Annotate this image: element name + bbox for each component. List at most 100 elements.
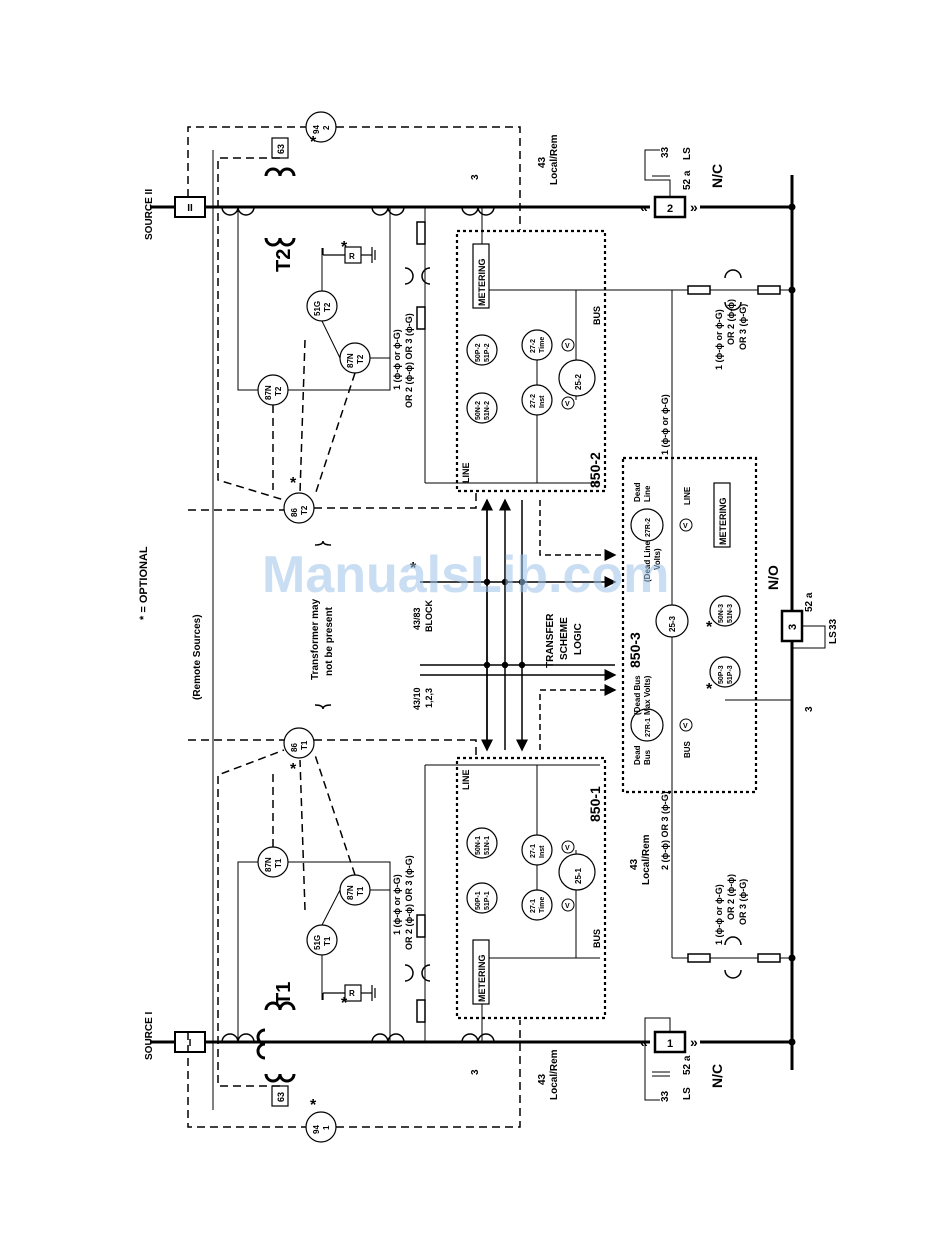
source-2-symbol: II: [187, 203, 193, 214]
device-63-t1: 63: [271, 1085, 289, 1107]
svg-text:3: 3: [470, 1069, 481, 1075]
source-1-label: SOURCE I: [144, 1011, 155, 1060]
svg-text:2: 2: [667, 203, 673, 215]
relay-850-3-27r-1: 27R-1: [630, 708, 664, 742]
svg-text:33: 33: [660, 1090, 671, 1102]
relay-87n-t1-lower: 87N T1: [339, 874, 371, 906]
relay-850-1-25: 25-1: [558, 853, 596, 891]
ngr-t2-r: R: [349, 252, 355, 261]
optional-note: * = OPTIONAL: [138, 546, 150, 620]
svg-text:N/O: N/O: [765, 565, 781, 590]
t2-label: T2: [273, 249, 295, 272]
relay-850-3-text: Dead Bus (Dead Bus Max Volts) Dead Line …: [633, 482, 692, 765]
svg-text:*: *: [310, 134, 317, 151]
svg-text:BLOCK: BLOCK: [424, 600, 434, 632]
svg-text:Dead: Dead: [633, 745, 642, 765]
breaker-3[interactable]: 3: [780, 609, 804, 643]
trip-wiring: [187, 126, 521, 1128]
relay-850-1-bus-label: BUS: [592, 929, 602, 948]
relay-51g-t1: 51G T1: [306, 924, 338, 956]
svg-text:27R-1: 27R-1: [645, 718, 652, 737]
relay-850-2-line-label: LINE: [461, 462, 471, 483]
svg-text:51P-2: 51P-2: [484, 343, 491, 362]
svg-text:51P-3: 51P-3: [727, 665, 734, 684]
t1-label: T1: [273, 982, 295, 1005]
svg-text:«: «: [640, 199, 648, 215]
svg-text:OR 2 (ϕ-ϕ): OR 2 (ϕ-ϕ): [726, 874, 736, 920]
svg-text:94: 94: [312, 1125, 321, 1134]
svg-text:LS: LS: [828, 631, 839, 644]
svg-text:1 (ϕ-ϕ or ϕ-G): 1 (ϕ-ϕ or ϕ-G): [392, 874, 402, 935]
svg-text:V: V: [565, 343, 570, 350]
svg-text:50P-2: 50P-2: [475, 343, 482, 362]
relay-850-3-50n: 50N-3 51N-3: [709, 595, 741, 627]
svg-text:BUS: BUS: [683, 740, 692, 758]
svg-text:1 (ϕ-ϕ or ϕ-G): 1 (ϕ-ϕ or ϕ-G): [392, 329, 402, 390]
svg-text:2: 2: [322, 125, 331, 130]
svg-text:OR 2 (ϕ-ϕ) OR 3 (ϕ-G): OR 2 (ϕ-ϕ) OR 3 (ϕ-G): [404, 855, 414, 950]
svg-text:50P-1: 50P-1: [475, 891, 482, 910]
svg-text:SCHEME: SCHEME: [559, 617, 570, 660]
relay-850-2-name: 850-2: [587, 452, 603, 488]
svg-text:1 (ϕ-ϕ or ϕ-G): 1 (ϕ-ϕ or ϕ-G): [714, 884, 724, 945]
relay-87n-t2-lower: 87N T2: [339, 342, 371, 374]
svg-text:OR 3 (ϕ-G): OR 3 (ϕ-G): [738, 304, 748, 350]
svg-text:LOGIC: LOGIC: [573, 623, 584, 655]
svg-text:43: 43: [537, 1073, 548, 1085]
transformer-note-line-1: Transformer may: [310, 598, 321, 680]
svg-text:METERING: METERING: [477, 258, 487, 306]
svg-text:27-1: 27-1: [530, 844, 537, 858]
svg-text:T2: T2: [356, 354, 365, 364]
source-1-symbol: I: [189, 1038, 192, 1049]
relay-850-1-name: 850-1: [587, 786, 603, 822]
svg-text:3: 3: [787, 624, 799, 630]
remote-sources-note: (Remote Sources): [192, 614, 203, 700]
svg-text:T1: T1: [356, 886, 365, 896]
relay-850-3-box: [621, 456, 758, 794]
relay-850-2-27-inst: 27-2 Inst: [521, 384, 553, 416]
svg-text:OR 3 (ϕ-G): OR 3 (ϕ-G): [738, 879, 748, 925]
svg-text:»: »: [690, 199, 698, 215]
relay-850-2-27-time: 27-2 Time: [521, 329, 553, 361]
svg-text:86: 86: [290, 508, 299, 517]
relay-850-2-25: 25-2: [558, 359, 596, 397]
relay-850-1-50n: 50N-1 51N-1: [466, 827, 498, 859]
svg-text:51N-3: 51N-3: [727, 604, 734, 623]
svg-text:V: V: [565, 845, 570, 852]
svg-text:N/C: N/C: [709, 1064, 725, 1088]
svg-text:Max Volts): Max Volts): [643, 675, 652, 715]
svg-text:V: V: [683, 523, 688, 530]
svg-text:43/83: 43/83: [412, 607, 422, 630]
device-63-t2: 63: [271, 137, 289, 159]
svg-text:1: 1: [667, 1038, 673, 1050]
relay-850-3-v-markers: V V: [679, 518, 693, 732]
svg-text:27R-2: 27R-2: [645, 518, 652, 537]
svg-text:T2: T2: [274, 386, 283, 396]
svg-text:51G: 51G: [313, 301, 322, 316]
svg-text:63: 63: [276, 1092, 286, 1102]
svg-text:T2: T2: [300, 505, 309, 515]
transformer-note-line-2: not be present: [324, 607, 335, 676]
relay-850-3-metering: METERING: [713, 482, 731, 548]
ngr-t1: [322, 984, 376, 1002]
svg-text:1 (ϕ-ϕ or ϕ-G): 1 (ϕ-ϕ or ϕ-G): [714, 309, 724, 370]
relay-850-1-metering: METERING: [472, 939, 490, 1005]
svg-text:*: *: [341, 995, 348, 1012]
relay-850-2-50n: 50N-2 51N-2: [466, 392, 498, 424]
svg-text:27-2: 27-2: [530, 339, 537, 353]
svg-text:Local/Rem: Local/Rem: [549, 134, 560, 185]
relay-51g-t2: 51G T2: [306, 290, 338, 322]
relay-850-1-27-time: 27-1 Time: [521, 889, 553, 921]
transformer-note-braces: [314, 540, 332, 710]
breaker-2[interactable]: 2 « »: [640, 195, 698, 219]
ct-symbols: [221, 206, 495, 1043]
svg-text:Line: Line: [643, 485, 652, 502]
svg-text:25-1: 25-1: [574, 867, 583, 884]
relay-850-1-v-markers: V V: [561, 840, 575, 912]
svg-text:52 a: 52 a: [682, 1055, 693, 1075]
ngr-t1-r: R: [349, 989, 355, 998]
vt-labels: 1 (ϕ-ϕ or ϕ-G) OR 2 (ϕ-ϕ) OR 3 (ϕ-G) 1 (…: [392, 299, 748, 950]
transformer-t2: [264, 167, 296, 247]
svg-text:T1: T1: [323, 936, 332, 946]
